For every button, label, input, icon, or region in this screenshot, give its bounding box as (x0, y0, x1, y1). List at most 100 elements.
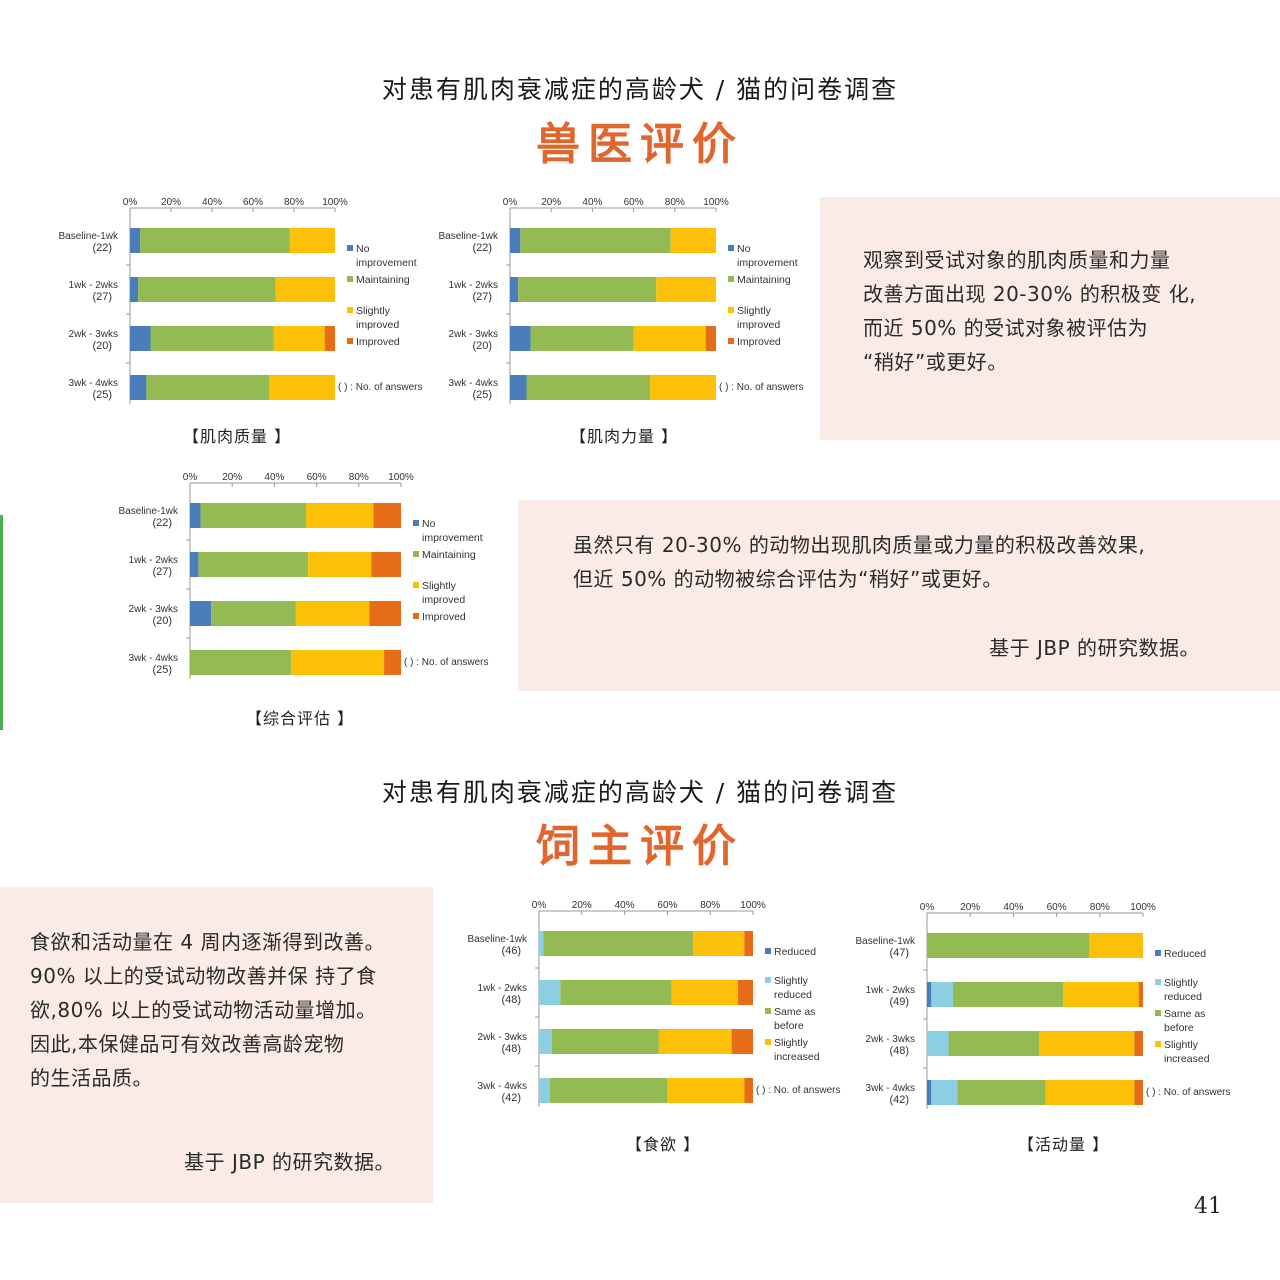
bar-segment (539, 980, 561, 1005)
legend-label: increased (774, 1051, 820, 1063)
bar-segment (1134, 1080, 1143, 1105)
legend-label: Improved (356, 336, 400, 348)
bar-segment (931, 982, 953, 1007)
section1-heading: 对患有肌肉衰减症的高龄犬 / 猫的问卷调查 (381, 75, 899, 104)
legend-swatch (765, 948, 771, 954)
bar-segment (670, 228, 716, 253)
legend-label: Maintaining (737, 274, 791, 286)
category-count: (25) (152, 664, 172, 676)
legend-swatch (728, 307, 734, 313)
appetite-chart: 0%20%40%60%80%100%Baseline-1wk(46)1wk - … (468, 900, 840, 1107)
bar-segment (738, 980, 753, 1005)
x-tick-label: 0% (123, 197, 138, 208)
bar-segment (656, 277, 716, 302)
muscle-mass-caption: 【肌肉质量 】 (183, 427, 292, 446)
legend-label: improvement (356, 257, 417, 269)
x-tick-label: 0% (532, 900, 547, 911)
category-count: (42) (889, 1094, 909, 1106)
bar-segment (190, 601, 212, 626)
legend-swatch (413, 582, 419, 588)
category-label: 2wk - 3wks (129, 604, 178, 615)
bar-segment (948, 1031, 1040, 1056)
legend-label: Slightly (774, 975, 809, 987)
x-tick-label: 80% (349, 472, 369, 483)
bar-segment (146, 375, 270, 400)
bar-segment (518, 277, 657, 302)
legend-label: No (737, 243, 751, 255)
bar-segment (1089, 933, 1143, 958)
x-tick-label: 100% (1130, 902, 1156, 913)
legend-label: Improved (737, 336, 781, 348)
legend-label: Slightly (737, 305, 772, 317)
bar-segment (324, 326, 335, 351)
x-tick-label: 40% (1003, 902, 1023, 913)
bar-segment (190, 503, 201, 528)
legend-swatch (765, 1008, 771, 1014)
legend-label: Same as (774, 1006, 815, 1018)
x-tick-label: 60% (243, 197, 263, 208)
legend-swatch (765, 977, 771, 983)
category-count: (25) (92, 389, 112, 401)
x-tick-label: 80% (284, 197, 304, 208)
bar-segment (650, 375, 716, 400)
answers-note: ( ) : No. of answers (756, 1085, 840, 1096)
bar-segment (927, 982, 932, 1007)
bar-segment (551, 1029, 659, 1054)
category-label: 3wk - 4wks (449, 378, 498, 389)
legend-swatch (1155, 1010, 1161, 1016)
vet-note-line: 而近 50% 的受试对象被评估为 (863, 316, 1149, 340)
answers-note: ( ) : No. of answers (719, 382, 803, 393)
category-count: (46) (501, 945, 521, 957)
legend-swatch (1155, 979, 1161, 985)
category-count: (20) (92, 340, 112, 352)
overall-note-source: 基于 JBP 的研究数据。 (989, 636, 1200, 660)
bar-segment (633, 326, 706, 351)
bar-segment (510, 326, 531, 351)
x-tick-label: 100% (322, 197, 348, 208)
bar-segment (539, 1078, 550, 1103)
legend-swatch (413, 551, 419, 557)
x-tick-label: 100% (703, 197, 729, 208)
bar-segment (520, 228, 671, 253)
legend-label: improvement (422, 532, 483, 544)
legend-label: Slightly (422, 580, 457, 592)
bar-segment (1039, 1031, 1135, 1056)
section1-title: 兽医评价 (536, 119, 744, 170)
category-count: (27) (152, 566, 172, 578)
x-tick-label: 20% (572, 900, 592, 911)
bar-segment (273, 326, 325, 351)
category-count: (22) (152, 517, 172, 529)
category-count: (48) (501, 1043, 521, 1055)
x-tick-label: 60% (1047, 902, 1067, 913)
overall-note-line: 但近 50% 的动物被综合评估为“稍好”或更好。 (573, 567, 1003, 591)
category-count: (25) (472, 389, 492, 401)
x-tick-label: 40% (582, 197, 602, 208)
bar-segment (667, 1078, 745, 1103)
category-count: (27) (472, 291, 492, 303)
x-tick-label: 20% (960, 902, 980, 913)
category-label: 2wk - 3wks (478, 1032, 527, 1043)
x-tick-label: 20% (222, 472, 242, 483)
category-label: Baseline-1wk (468, 934, 528, 945)
bar-segment (927, 933, 1089, 958)
bar-segment (200, 503, 307, 528)
x-tick-label: 80% (665, 197, 685, 208)
legend-label: before (774, 1020, 804, 1032)
category-label: 2wk - 3wks (69, 329, 118, 340)
bar-segment (138, 277, 276, 302)
section2-title: 饲主评价 (536, 821, 744, 872)
muscle-mass-chart: 0%20%40%60%80%100%Baseline-1wk(22)1wk - … (59, 197, 422, 404)
category-label: Baseline-1wk (856, 936, 916, 947)
bar-segment (931, 1080, 958, 1105)
bar-segment (130, 277, 139, 302)
category-label: 1wk - 2wks (449, 280, 498, 291)
bar-segment (1138, 982, 1143, 1007)
bar-segment (371, 552, 401, 577)
legend-swatch (765, 1039, 771, 1045)
bar-segment (289, 228, 335, 253)
category-count: (20) (472, 340, 492, 352)
category-label: 1wk - 2wks (69, 280, 118, 291)
category-count: (42) (501, 1092, 521, 1104)
x-tick-label: 80% (1090, 902, 1110, 913)
legend-label: improved (356, 319, 399, 331)
